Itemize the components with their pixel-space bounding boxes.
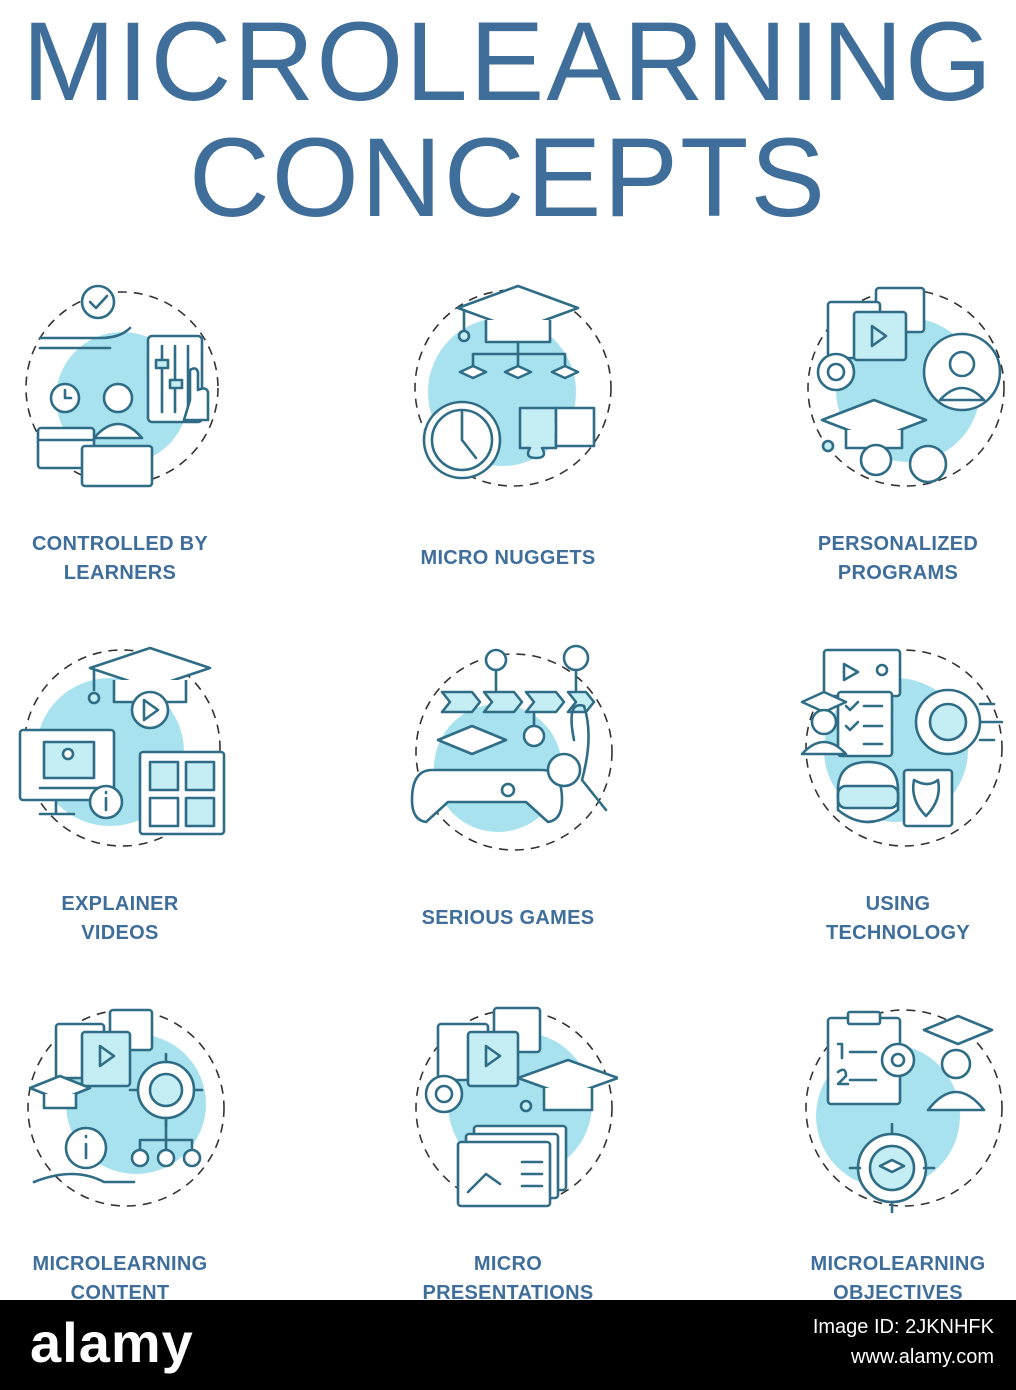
concept-label-line-1: PERSONALIZED [817, 533, 979, 555]
concept-label-line-1: EXPLAINER [61, 893, 179, 915]
concept-personalized-programs: PERSONALIZED PROGRAMS [778, 280, 1016, 610]
concept-explainer-videos: EXPLAINER VIDEOS [0, 640, 240, 970]
title-line-2: CONCEPTS [188, 115, 828, 240]
concept-micro-presentations: MICRO PRESENTATIONS [388, 1000, 628, 1330]
alamy-logo: alamy [30, 1311, 194, 1374]
image-id-label: Image ID: 2JKNHFK [812, 1316, 994, 1338]
concept-serious-games: SERIOUS GAMES [388, 640, 628, 970]
explainer-videos-icon [18, 646, 226, 847]
footer-info: Image ID: 2JKNHFK www.alamy.com [813, 1312, 994, 1372]
micro-nuggets-icon [414, 284, 612, 487]
concept-using-technology: USING TECHNOLOGY [778, 640, 1016, 970]
concept-label-line-1: USING [865, 893, 931, 915]
concept-microlearning-content: MICROLEARNING CONTENT [0, 1000, 240, 1330]
concept-label: MICRO PRESENTATIONS [378, 1250, 638, 1308]
using-technology-icon [800, 648, 1004, 847]
concept-microlearning-objectives: MICROLEARNING OBJECTIVES [778, 1000, 1016, 1330]
concept-controlled-by-learners: CONTROLLED BY LEARNERS [0, 280, 240, 610]
concept-label: MICROLEARNING OBJECTIVES [768, 1250, 1016, 1308]
concept-label-line-1: CONTROLLED BY [31, 533, 209, 555]
controlled-by-learners-icon [25, 284, 219, 488]
concept-label-line-1: MICROLEARNING [32, 1253, 208, 1275]
concept-label: MICRO NUGGETS [378, 544, 638, 573]
concept-label: PERSONALIZED PROGRAMS [768, 530, 1016, 588]
concept-label-line-1: MICROLEARNING [810, 1253, 986, 1275]
microlearning-content-icon [27, 1008, 225, 1207]
concept-label: MICROLEARNING CONTENT [0, 1250, 250, 1308]
concept-label-line-2: CONTENT [70, 1282, 170, 1304]
concept-label: SERIOUS GAMES [378, 904, 638, 933]
concept-label-line-1: MICRO [473, 1253, 543, 1275]
micro-presentations-icon [415, 1006, 618, 1208]
concept-label: CONTROLLED BY LEARNERS [0, 530, 250, 588]
personalized-programs-icon [807, 286, 1005, 487]
concept-label-line-2: PROGRAMS [837, 562, 959, 584]
concept-label: USING TECHNOLOGY [768, 890, 1016, 948]
concept-label-line-2: PRESENTATIONS [422, 1282, 594, 1304]
stock-footer-bar: alamy Image ID: 2JKNHFK www.alamy.com [0, 1300, 1016, 1390]
concept-label: EXPLAINER VIDEOS [0, 890, 250, 948]
concept-label-line-2: TECHNOLOGY [825, 922, 971, 944]
concept-label-line-2: VIDEOS [81, 922, 159, 944]
concept-label-line-2: LEARNERS [63, 562, 177, 584]
title-line-1: MICROLEARNING [22, 0, 994, 124]
serious-games-icon [410, 644, 613, 851]
concept-label-line-1: MICRO NUGGETS [420, 547, 596, 569]
concept-label-line-1: SERIOUS GAMES [421, 907, 595, 929]
microlearning-objectives-icon [805, 1009, 1003, 1214]
concept-label-line-2: OBJECTIVES [833, 1282, 963, 1304]
site-url: www.alamy.com [851, 1346, 994, 1368]
concept-micro-nuggets: MICRO NUGGETS [388, 280, 628, 610]
